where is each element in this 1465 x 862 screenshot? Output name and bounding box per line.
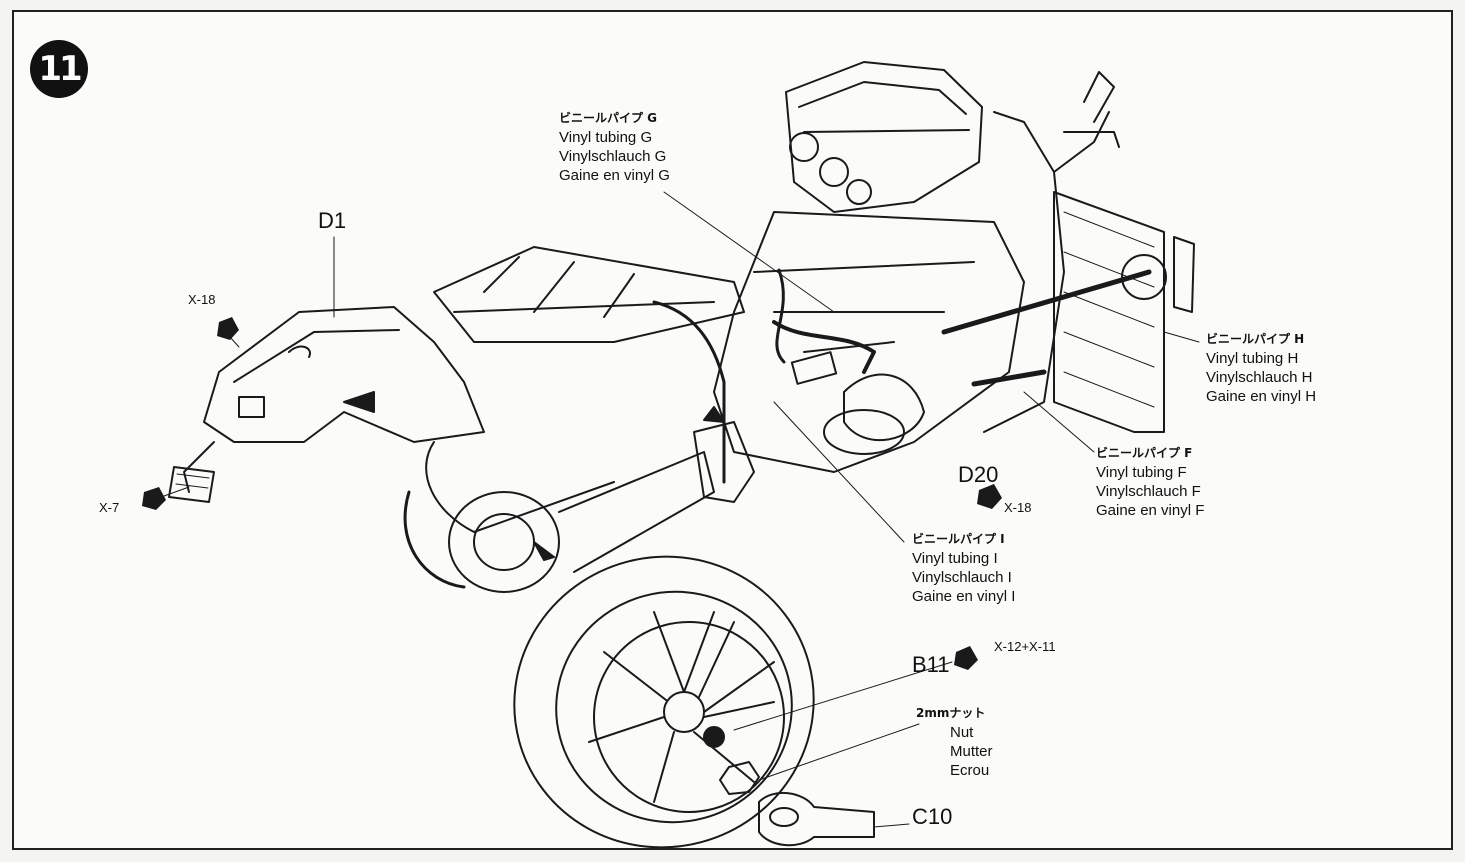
- screw-markers: [142, 317, 1002, 670]
- instruction-panel: 11: [12, 10, 1453, 850]
- callout-f-german: Vinylschlauch F: [1096, 483, 1201, 500]
- callout-g-english: Vinyl tubing G: [559, 129, 653, 146]
- callout-nut-german: Mutter: [950, 743, 993, 760]
- callout-i-german: Vinylschlauch I: [912, 569, 1012, 586]
- callout-i-japanese: ビニールパイプ I: [912, 532, 1005, 546]
- leader-lines: [163, 191, 1200, 828]
- callout-h-french: Gaine en vinyl H: [1206, 388, 1317, 405]
- callout-h-english: Vinyl tubing H: [1206, 350, 1299, 367]
- vinyl-tubes: [652, 268, 1152, 484]
- radiator: [1053, 191, 1195, 433]
- assembly-arrows: [533, 406, 725, 561]
- part-label-b11: B11: [912, 652, 950, 677]
- callout-g-german: Vinylschlauch G: [559, 148, 667, 165]
- callout-h-japanese: ビニールパイプ H: [1206, 332, 1305, 346]
- part-label-d20: D20: [958, 462, 999, 487]
- callout-2mm-nut: 2mmナット Nut Mutter Ecrou: [916, 704, 993, 780]
- callout-f-english: Vinyl tubing F: [1096, 464, 1187, 481]
- motorcycle-assembly-drawing: [142, 61, 1200, 848]
- step-number-badge: 11: [30, 40, 88, 98]
- screw-label-x12-x11: X-12+X-11: [994, 639, 1056, 654]
- callout-nut-english: Nut: [950, 724, 974, 741]
- callout-i-english: Vinyl tubing I: [912, 550, 998, 567]
- frame: [433, 71, 1120, 433]
- rear-hub-and-chain: [403, 421, 755, 593]
- callout-vinyl-tubing-i: ビニールパイプ I Vinyl tubing I Vinylschlauch I…: [912, 530, 1015, 606]
- callout-f-japanese: ビニールパイプ F: [1096, 446, 1193, 460]
- part-label-c10: C10: [912, 804, 953, 829]
- callout-vinyl-tubing-f: ビニールパイプ F Vinyl tubing F Vinylschlauch F…: [1096, 444, 1204, 520]
- callout-i-french: Gaine en vinyl I: [912, 588, 1016, 605]
- engine-block: [713, 61, 1025, 473]
- callout-g-french: Gaine en vinyl G: [559, 167, 670, 184]
- callout-vinyl-tubing-h: ビニールパイプ H Vinyl tubing H Vinylschlauch H…: [1206, 330, 1316, 406]
- rear-fender-d1: [168, 306, 485, 503]
- screw-label-x7: X-7: [99, 500, 120, 515]
- part-label-d1: D1: [318, 208, 347, 233]
- callout-nut-french: Ecrou: [950, 762, 990, 779]
- callout-h-german: Vinylschlauch H: [1206, 369, 1313, 386]
- axle-nut-and-wrench: [719, 761, 875, 847]
- callout-nut-japanese: 2mmナット: [916, 706, 986, 720]
- callout-vinyl-tubing-g: ビニールパイプ G Vinyl tubing G Vinylschlauch G…: [559, 109, 670, 185]
- rear-wheel: [513, 555, 815, 848]
- callout-g-japanese: ビニールパイプ G: [559, 111, 658, 125]
- screw-label-x18-right: X-18: [1004, 500, 1032, 515]
- callout-f-french: Gaine en vinyl F: [1096, 502, 1205, 519]
- screw-label-x18-left: X-18: [188, 292, 216, 307]
